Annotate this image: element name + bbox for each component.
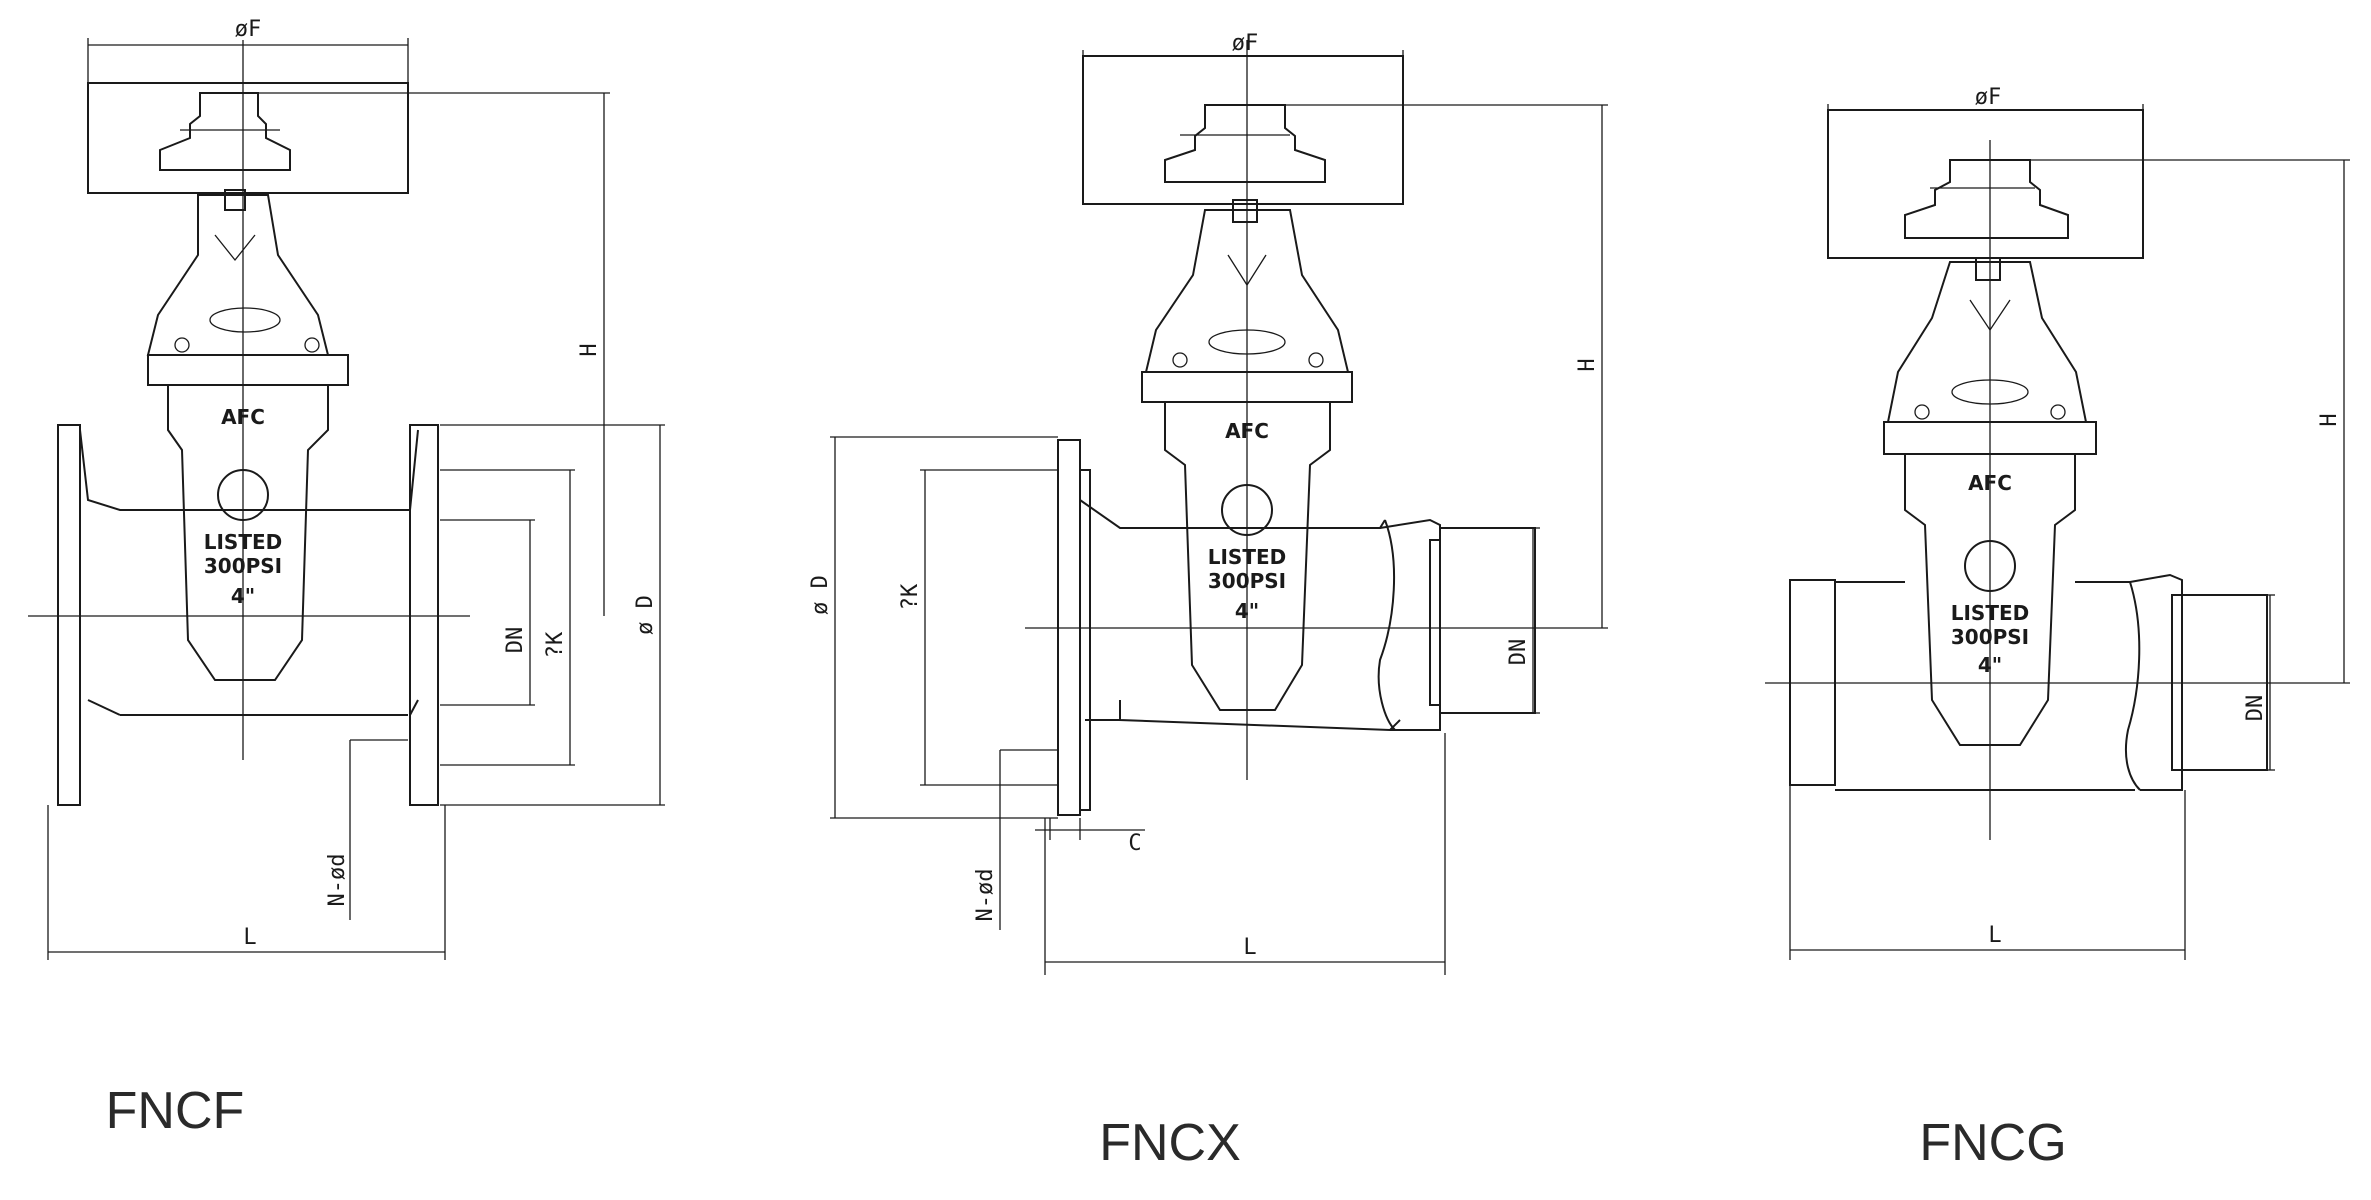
dim-label-height: H [577,343,602,356]
dim-label-handwheel: øF [1232,31,1259,56]
dimension-lines [1789,104,2350,960]
diagram-title: FNCF [106,1082,245,1140]
dim-label-bolts: N-ød [973,869,998,922]
diagram-title: FNCG [1919,1114,2066,1172]
dim-label-flange-od: ø D [808,575,833,615]
dim-label-pcd: ?K [543,631,568,658]
diagram-fncg: AFC LISTED 300PSI 4" øF H DN L FNCG [1765,85,2350,1172]
handwheel [1827,109,2144,281]
dim-label-handwheel: øF [1975,85,2002,110]
dim-label-nominal: DN [503,627,528,654]
dim-label-length: L [243,925,256,950]
diagram-fncx: AFC LISTED 300PSI 4" [808,31,1608,1172]
valve-bonnet [146,194,349,386]
dim-label-handwheel: øF [235,17,262,42]
dim-label-bolts: N-ød [325,854,350,907]
handwheel [87,82,409,211]
dim-label-length: L [1988,923,2001,948]
dim-label-thickness: C [1128,831,1141,856]
dim-label-height: H [1575,358,1600,371]
dimension-lines [47,38,665,960]
dimension-lines [830,50,1608,975]
dim-label-pcd: ?K [898,583,923,610]
dim-label-nominal: DN [2243,695,2268,722]
dim-label-height: H [2317,413,2342,426]
diagram-title: FNCX [1099,1114,1241,1172]
diagram-fncf: AFC LISTED 300PSI 4" [28,17,665,1140]
dim-label-length: L [1243,935,1256,960]
valve-body [1057,401,1536,816]
dim-label-nominal: DN [1506,639,1531,666]
handwheel [1082,55,1404,223]
dim-label-flange-od: ø D [633,595,658,635]
